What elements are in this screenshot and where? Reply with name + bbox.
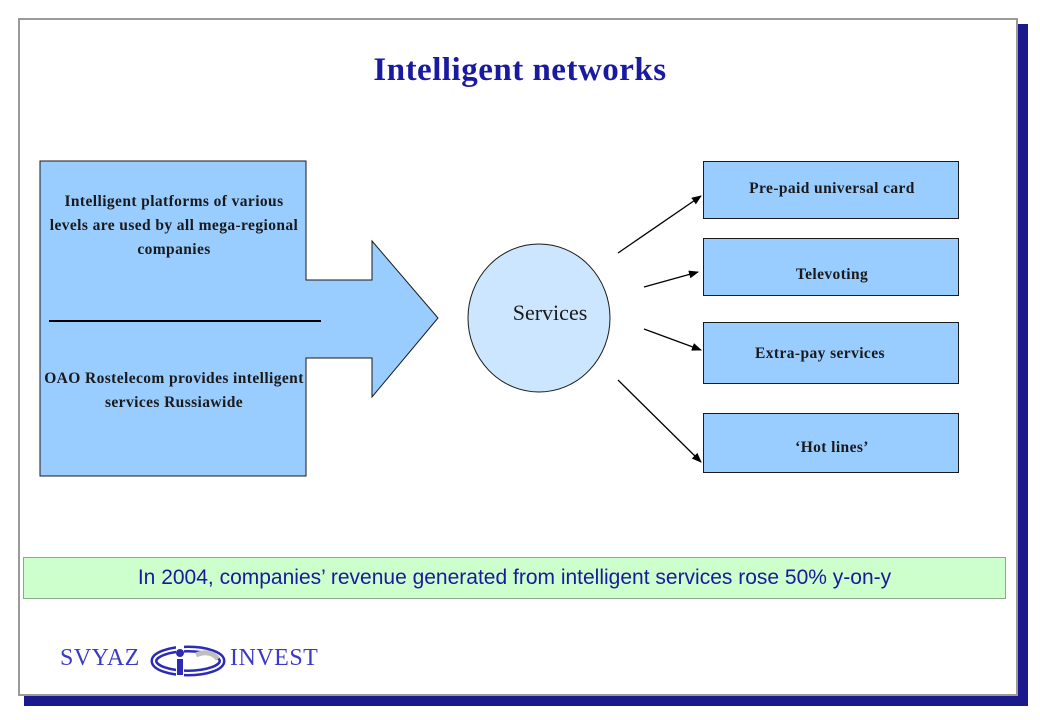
connector-arrow — [643, 270, 699, 288]
service-label: Pre-paid universal card — [749, 180, 915, 197]
platform-panel-arrow — [39, 160, 439, 477]
platforms-text: Intelligent platforms of various levels … — [49, 193, 299, 258]
service-label: ‘Hot lines’ — [795, 439, 869, 456]
service-label: Televoting — [795, 266, 869, 283]
connector-arrow — [617, 379, 702, 463]
connector-arrow — [617, 195, 702, 254]
service-box-televoting: Televoting — [703, 238, 959, 296]
services-hub-label: Services — [512, 300, 588, 325]
logo-mark-icon — [150, 645, 226, 677]
slide-title: Intelligent networks — [373, 52, 667, 88]
service-box-prepaid-card: Pre-paid universal card — [703, 161, 959, 219]
revenue-footnote: In 2004, companies’ revenue generated fr… — [23, 557, 1006, 599]
rostelecom-text: OAO Rostelecom provides intelligent serv… — [44, 370, 304, 411]
service-label: Extra-pay services — [755, 345, 885, 362]
logo-word-right: INVEST — [230, 645, 319, 671]
services-hub — [467, 243, 611, 393]
connector-arrow — [643, 328, 702, 351]
logo-word-left: SVYAZ — [60, 645, 140, 671]
service-box-hot-lines: ‘Hot lines’ — [703, 413, 959, 473]
service-box-extra-pay: Extra-pay services — [703, 322, 959, 384]
